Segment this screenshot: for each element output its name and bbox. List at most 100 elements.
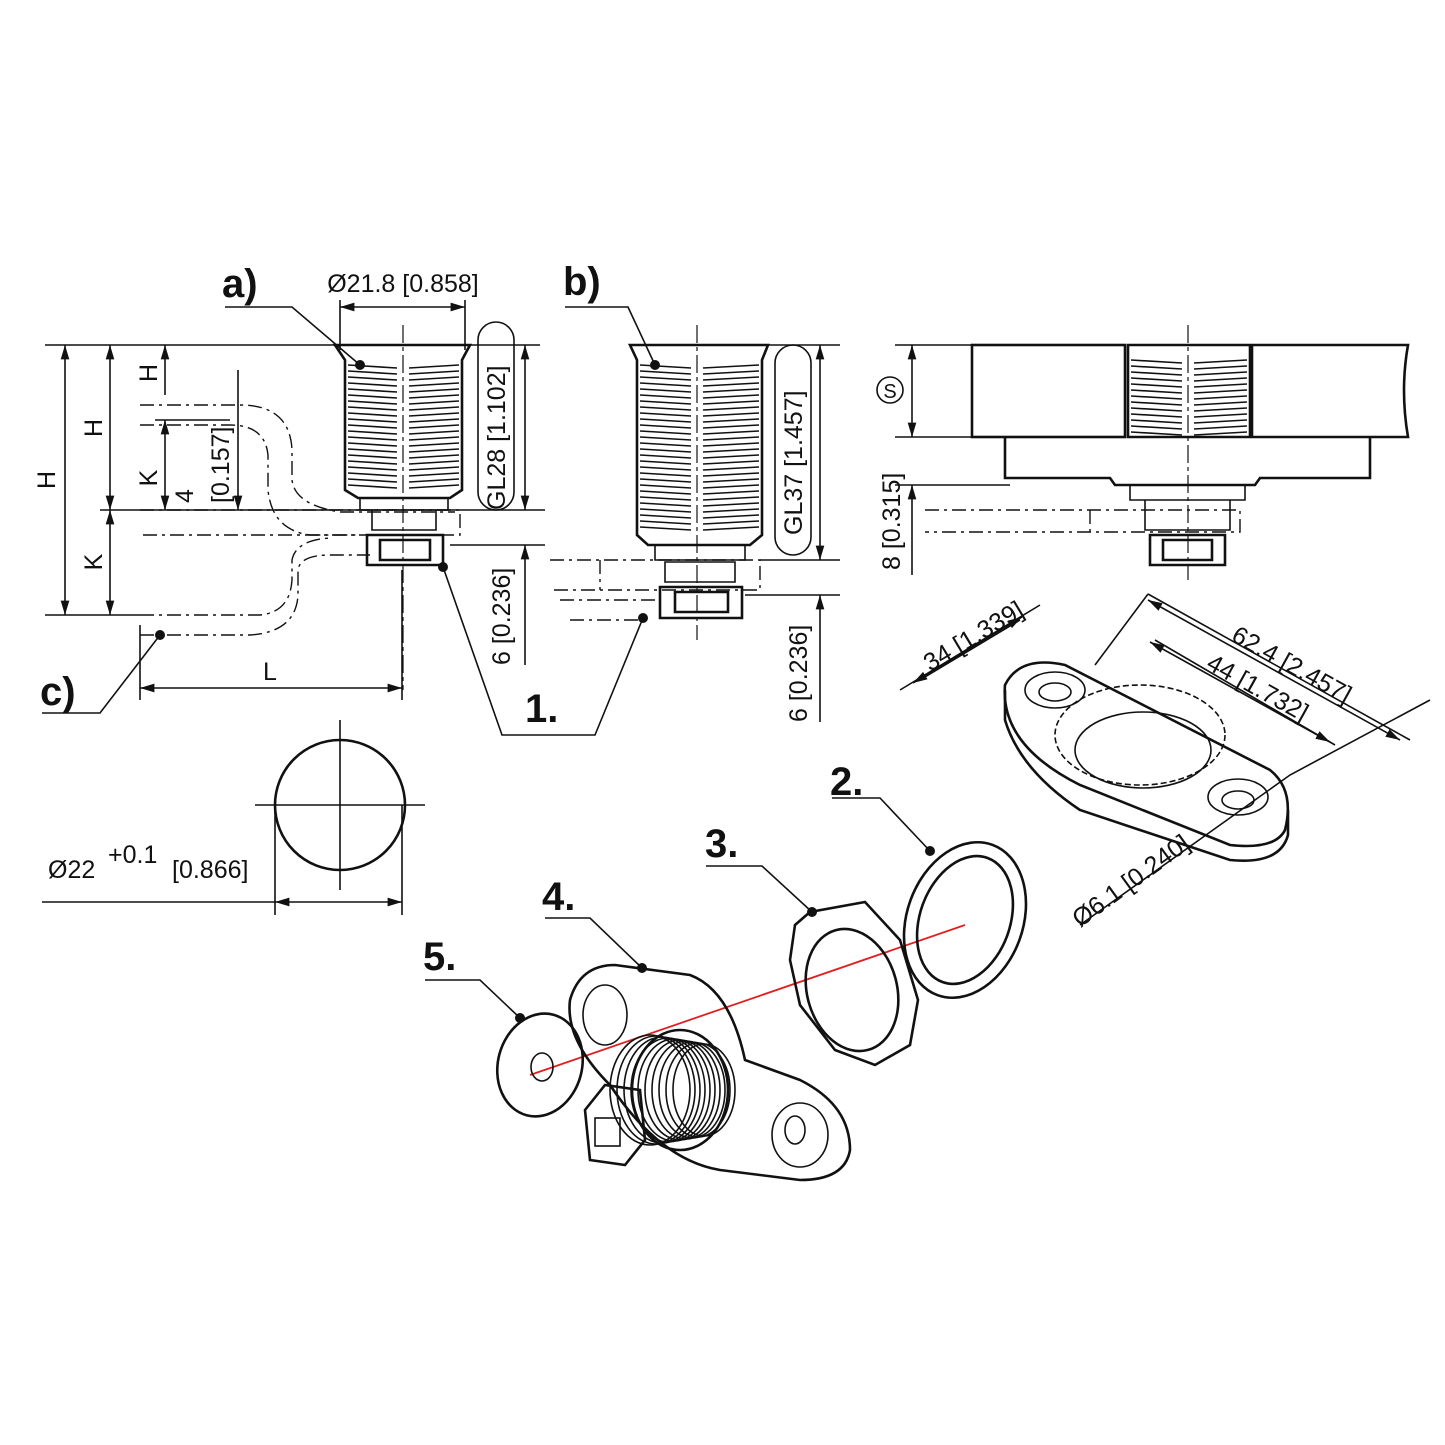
dim-hole-dia: Ø22 [48,856,95,884]
nut-a [365,533,445,567]
panel-outline-dashed [140,404,455,536]
thread-line [347,472,460,477]
bolt-hole-2-inner [1221,790,1255,810]
insert-body-a [332,343,473,500]
assembly-axis [529,924,966,1076]
bolt-hole-1-inner [1038,682,1072,702]
hex-nut [788,900,920,1067]
dim-line-61 [1079,699,1431,926]
dim-k-upper: K [135,469,163,486]
dim-four: 4 [171,489,199,503]
thread-line [639,448,760,453]
dim-gl37: GL37 [1.457] [780,390,808,535]
thread-line [347,382,460,387]
thread-line [347,478,460,483]
dim-h-top: H [135,364,163,382]
thread-line [639,514,760,519]
panel-dashed-b [550,559,761,621]
washer [495,1012,585,1118]
insert-body-b [627,343,770,547]
thread-line [639,526,760,531]
flange-hole-1 [582,984,628,1046]
dim-gl28: GL28 [1.102] [483,365,511,510]
thread-line [1130,377,1248,382]
thread-line [347,394,460,399]
thread-line [347,406,460,411]
flange-hole-2 [771,1102,829,1168]
thread-line [347,454,460,459]
thread-line [639,406,760,411]
dim-line-44 [1149,641,1331,743]
thread-line [1130,365,1248,370]
dim-h-mid: H [80,419,108,437]
thread-line [639,382,760,387]
thread-line [347,448,460,453]
thread-line [639,472,760,477]
panel-dashed-installed [925,509,1241,533]
thread-line [347,466,460,471]
dim-k-lower: K [80,553,108,570]
thread-ring [672,1043,736,1137]
dim-six-b: 6 [0.236] [785,625,813,722]
thread-line [1130,383,1248,388]
extension-lines-a [45,344,545,616]
thread-line [347,364,460,369]
label-2: 2. [830,760,863,804]
thread-line [1130,401,1248,406]
flange-isometric: 34 [1.339] 62.4 [2.457] 44 [1.732] Ø6.1 … [899,593,1431,933]
nut-b [658,585,744,620]
thread-line [347,418,460,423]
view-a: a) Ø21.8 [0.858] GL28 [1.102] 6 [0.236] … [33,262,545,714]
panel-section-left [970,343,1127,439]
leader-1 [442,566,644,736]
label-5: 5. [423,935,456,979]
gasket-ring [902,840,1028,1000]
thread-line [347,424,460,429]
collar-installed [1129,484,1246,531]
thread-line [639,430,760,435]
insert-hex-end [583,1083,647,1167]
hex-nut-bore [804,927,900,1053]
thread-line [347,376,460,381]
flange-side [1003,690,1290,862]
thread-line [639,502,760,507]
collar-a [359,497,449,531]
thread-ring [665,1042,731,1138]
panel-section-dashed [140,509,461,636]
leader-3 [706,865,813,913]
threads-a [347,364,460,489]
nut-installed [1148,533,1227,567]
leader-2 [832,797,931,852]
thread-line [1130,359,1248,364]
thread-line [1130,389,1248,394]
dim-four-in: [0.157] [207,427,235,503]
thread-line [639,466,760,471]
thread-ring [658,1041,726,1139]
thread-line [639,520,760,525]
panel-hole-view: Ø22 +0.1 [0.866] [42,720,425,915]
thread-line [639,484,760,489]
leader-dot-b [650,360,660,370]
bolt-hole-2 [1207,778,1269,816]
thread-line [347,370,460,375]
thread-line [639,424,760,429]
panel-section-right [1250,343,1410,439]
dim-six-a: 6 [0.236] [488,568,516,665]
leader-b [565,306,656,366]
thread-line [639,496,760,501]
thread-ring [651,1040,721,1140]
dim-hole-tol: +0.1 [108,841,157,869]
bolt-hole-1 [1024,671,1086,709]
thread-line [639,490,760,495]
dim-dia-a: Ø21.8 [0.858] [327,270,479,298]
insert-installed [1126,343,1252,439]
thread-line [347,400,460,405]
flange-top [1003,661,1290,848]
thread-line [639,508,760,513]
thread-line [639,364,760,369]
s-circle [876,376,904,404]
thread-line [1130,407,1248,412]
hex-recess [1074,711,1212,789]
label-1: 1. [525,687,558,731]
